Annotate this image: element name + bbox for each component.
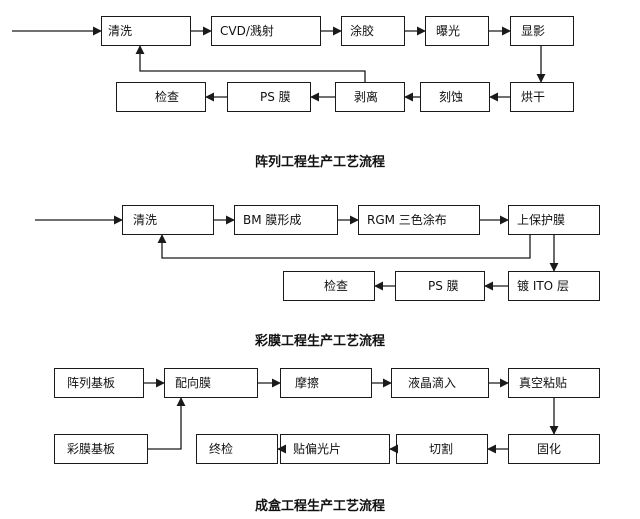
cell-step-polarizer: 贴偏光片 xyxy=(280,434,390,464)
cell-step-cut: 切割 xyxy=(396,434,488,464)
array-step-inspect: 检查 xyxy=(116,82,206,112)
cf-step-inspect-label: 检查 xyxy=(324,279,349,293)
cell-step-cure: 固化 xyxy=(508,434,600,464)
array-process-caption: 阵列工程生产工艺流程 xyxy=(254,155,385,170)
cf-step-rgb-coating-label: RGM 三色涂布 xyxy=(367,213,447,227)
cell-step-lc-drop-label: 液晶滴入 xyxy=(408,376,457,390)
arrow-overcoat-loop-to-clean xyxy=(157,234,531,259)
cf-step-clean-label: 清洗 xyxy=(133,213,158,227)
cell-step-polarizer-label: 贴偏光片 xyxy=(293,442,342,456)
array-step-coating: 涂胶 xyxy=(341,16,405,46)
array-step-bake-label: 烘干 xyxy=(521,90,546,104)
array-step-clean-label: 清洗 xyxy=(108,24,133,38)
cf-step-clean: 清洗 xyxy=(122,205,214,235)
cf-step-inspect: 检查 xyxy=(283,271,375,301)
cell-process-caption: 成盒工程生产工艺流程 xyxy=(254,499,385,514)
array-step-develop-label: 显影 xyxy=(521,24,546,38)
cell-step-final-inspect-label: 终检 xyxy=(209,442,234,456)
array-step-cvd-sputter-label: CVD/溅射 xyxy=(220,24,274,38)
array-step-bake: 烘干 xyxy=(510,82,574,112)
array-step-strip-label: 剥离 xyxy=(354,90,379,104)
cell-step-cure-label: 固化 xyxy=(537,442,562,456)
array-step-clean: 清洗 xyxy=(101,16,191,46)
cf-step-bm-forming: BM 膜形成 xyxy=(234,205,338,235)
cell-step-cut-label: 切割 xyxy=(429,442,454,456)
cell-step-alignment-film: 配向膜 xyxy=(164,368,258,398)
cell-step-rubbing-label: 摩擦 xyxy=(295,376,320,390)
array-step-inspect-label: 检查 xyxy=(155,90,180,104)
cell-step-vacuum-bond-label: 真空粘贴 xyxy=(519,376,568,390)
array-step-exposure: 曝光 xyxy=(425,16,489,46)
cf-step-rgb-coating: RGM 三色涂布 xyxy=(358,205,480,235)
array-step-develop: 显影 xyxy=(510,16,574,46)
array-step-etch-label: 刻蚀 xyxy=(439,90,464,104)
cell-step-vacuum-bond: 真空粘贴 xyxy=(508,368,600,398)
array-step-exposure-label: 曝光 xyxy=(436,24,461,38)
arrow-strip-loop-to-clean xyxy=(135,45,366,82)
cf-step-ps-film: PS 膜 xyxy=(395,271,485,301)
array-step-strip: 剥离 xyxy=(335,82,405,112)
cf-step-ps-film-label: PS 膜 xyxy=(428,279,459,293)
cell-step-cf-substrate: 彩膜基板 xyxy=(54,434,148,464)
cf-process-caption: 彩膜工程生产工艺流程 xyxy=(254,334,385,349)
cf-step-ito-layer-label: 镀 ITO 层 xyxy=(517,279,569,293)
cell-step-array-substrate-label: 阵列基板 xyxy=(67,376,116,390)
cell-step-cf-substrate-label: 彩膜基板 xyxy=(67,442,116,456)
array-step-ps-film-label: PS 膜 xyxy=(260,90,291,104)
array-step-ps-film: PS 膜 xyxy=(227,82,311,112)
arrow-cf-sub-to-align xyxy=(148,397,186,450)
cell-step-alignment-film-label: 配向膜 xyxy=(175,376,212,390)
array-step-etch: 刻蚀 xyxy=(420,82,490,112)
cf-step-bm-forming-label: BM 膜形成 xyxy=(243,213,302,227)
array-step-coating-label: 涂胶 xyxy=(350,24,375,38)
cell-step-final-inspect: 终检 xyxy=(196,434,278,464)
cell-step-lc-drop: 液晶滴入 xyxy=(391,368,489,398)
cf-step-overcoat: 上保护膜 xyxy=(508,205,600,235)
cell-step-array-substrate: 阵列基板 xyxy=(54,368,144,398)
cell-step-rubbing: 摩擦 xyxy=(280,368,372,398)
cf-step-overcoat-label: 上保护膜 xyxy=(517,213,566,227)
